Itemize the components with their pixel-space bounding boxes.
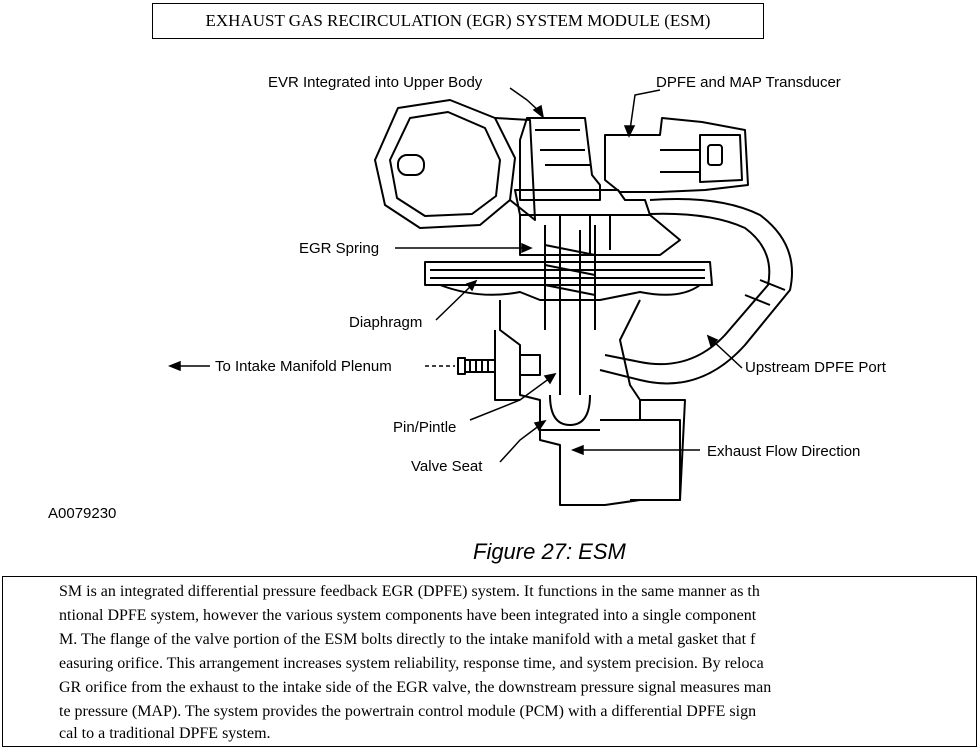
label-evr: EVR Integrated into Upper Body: [268, 74, 483, 91]
paragraph-line: te pressure (MAP). The system provides t…: [59, 703, 757, 720]
figure-id: A0079230: [48, 505, 117, 522]
paragraph-line: GR orifice from the exhaust to the intak…: [59, 679, 772, 696]
evr-cap: [374, 99, 516, 229]
label-spring: EGR Spring: [299, 240, 380, 257]
label-exhaust: Exhaust Flow Direction: [707, 443, 861, 460]
label-upstream: Upstream DPFE Port: [745, 359, 886, 376]
label-seat: Valve Seat: [411, 458, 483, 475]
label-intake: To Intake Manifold Plenum: [215, 358, 392, 375]
dpfe-transducer: [604, 117, 749, 193]
dpfe-hose: [599, 198, 793, 385]
paragraph-line: SM is an integrated differential pressur…: [59, 583, 760, 600]
paragraph-line: ntional DPFE system, however the various…: [59, 607, 757, 624]
page-title: EXHAUST GAS RECIRCULATION (EGR) SYSTEM M…: [152, 3, 764, 39]
egr-spring: [544, 225, 596, 395]
label-dpfe: DPFE and MAP Transducer: [656, 74, 841, 91]
diaphragm-flange: [424, 261, 713, 286]
lower-body: [499, 299, 686, 506]
esm-diagram: [167, 87, 793, 506]
description-box: SM is an integrated differential pressur…: [2, 576, 977, 747]
label-diaphragm: Diaphragm: [349, 314, 423, 331]
paragraph-line: cal to a traditional DPFE system.: [59, 725, 271, 742]
label-pintle: Pin/Pintle: [393, 419, 457, 436]
paragraph-line: easuring orifice. This arrangement incre…: [59, 655, 764, 672]
pintle: [549, 394, 591, 426]
figure-caption: Figure 27: ESM: [473, 539, 626, 564]
paragraph-line: M. The flange of the valve portion of th…: [59, 631, 756, 648]
upper-connector: [519, 117, 601, 201]
